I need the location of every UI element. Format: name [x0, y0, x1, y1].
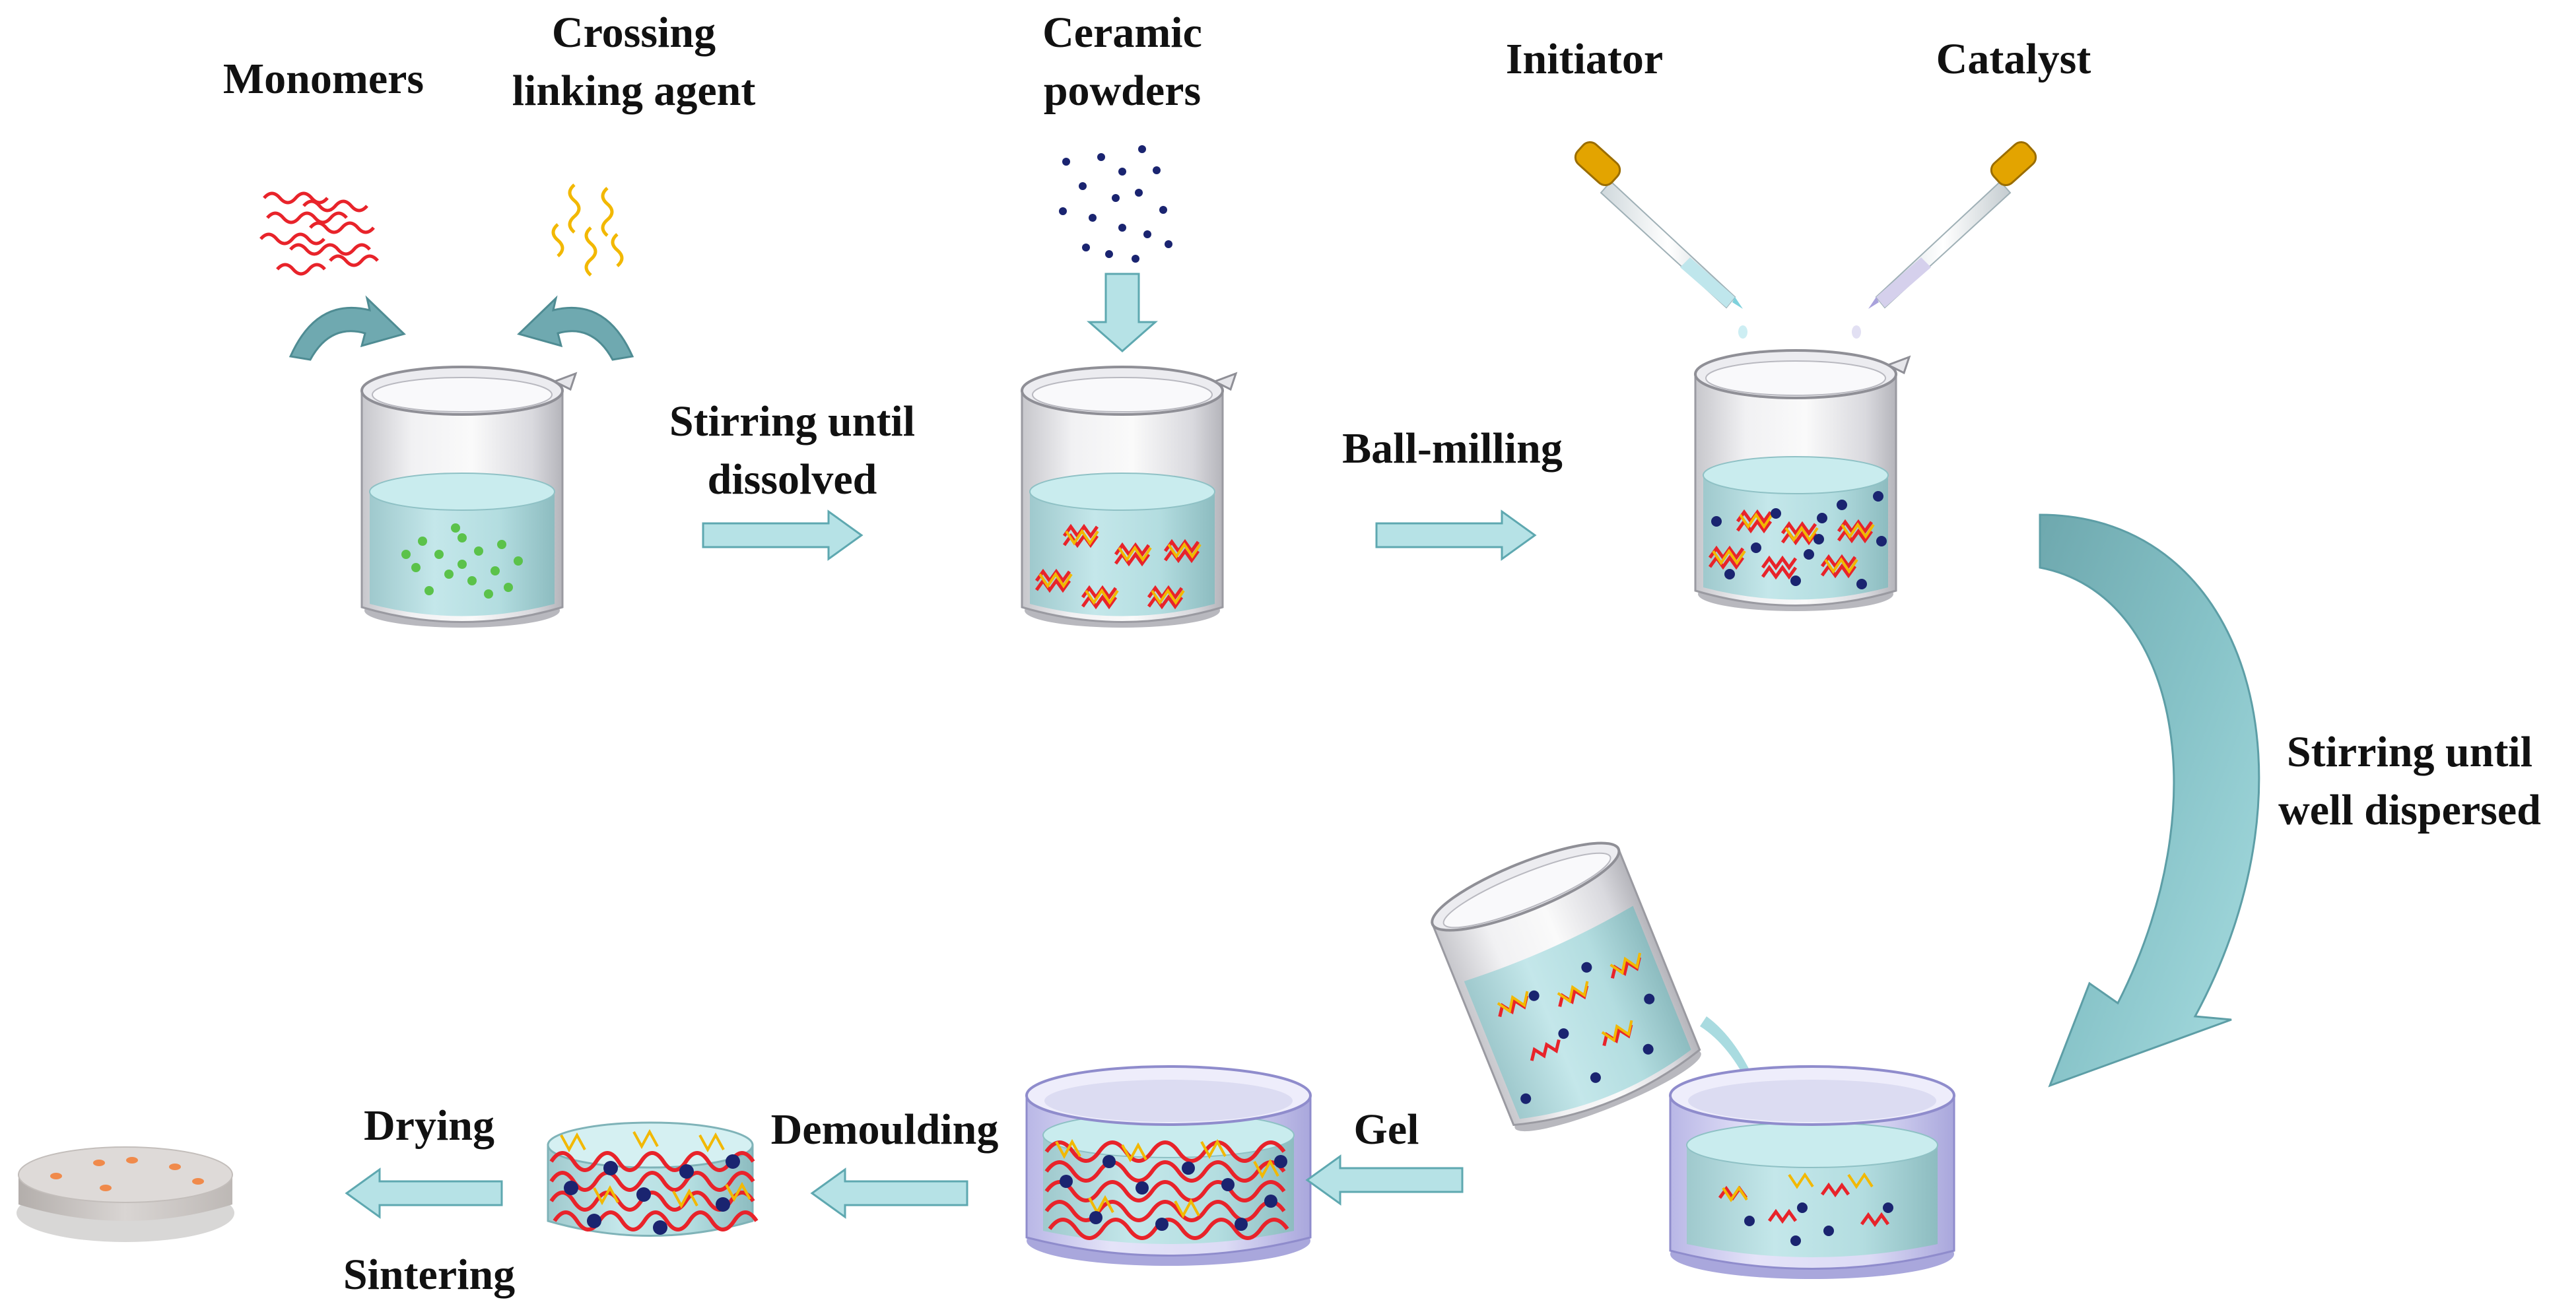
initiator-pipette: [1574, 141, 1747, 339]
label-gel: Gel: [1353, 1105, 1419, 1154]
label-monomers: Monomers: [222, 55, 424, 103]
dissolved-particles: [401, 523, 523, 599]
beaker-slurry: [1694, 349, 1911, 611]
arrow-stirring-dissolved-icon: [702, 509, 864, 561]
label-ceramic-line1: Ceramic: [1042, 9, 1202, 57]
label-crosslink-line1: Crossing: [551, 9, 716, 57]
beaker-premix: [1021, 366, 1238, 628]
mould-gel: [1025, 1065, 1312, 1266]
label-demoulding: Demoulding: [770, 1105, 999, 1154]
label-ceramic-line2: powders: [1043, 67, 1202, 115]
curved-arrow-left-icon: [288, 295, 406, 361]
arrow-ball-milling-icon: [1375, 509, 1537, 561]
label-drying: Drying: [364, 1101, 494, 1150]
crosslinker-squiggles: [551, 183, 624, 277]
beaker-dissolving: [360, 366, 578, 628]
curved-arrow-dispersed-icon: [2039, 513, 2260, 1088]
green-body: [547, 1121, 759, 1237]
down-arrow-icon: [1087, 273, 1158, 352]
mould-filling: [1669, 1065, 1955, 1279]
pouring-beaker: [1431, 841, 1701, 1132]
ceramic-powder-dots: [1059, 145, 1172, 263]
label-initiator: Initiator: [1505, 35, 1664, 83]
label-crosslink-line2: linking agent: [512, 67, 756, 115]
label-sintering: Sintering: [343, 1251, 516, 1299]
catalyst-pipette: [1852, 141, 2037, 339]
label-stirring-dissolved-line1: Stirring until: [669, 397, 916, 445]
arrow-gel-icon: [1305, 1154, 1464, 1206]
arrow-drying-sintering-icon: [345, 1167, 503, 1219]
arrow-demoulding-icon: [810, 1167, 968, 1219]
curved-arrow-right-icon: [517, 295, 634, 361]
label-catalyst: Catalyst: [1936, 35, 2091, 83]
label-ball-milling: Ball-milling: [1342, 424, 1563, 473]
label-stirring-dispersed-line1: Stirring until: [2286, 728, 2533, 776]
sintered-disk: [17, 1146, 234, 1242]
monomer-squiggles: [259, 191, 379, 276]
label-stirring-dissolved-line2: dissolved: [707, 455, 877, 504]
label-stirring-dispersed-line2: well dispersed: [2278, 786, 2541, 834]
